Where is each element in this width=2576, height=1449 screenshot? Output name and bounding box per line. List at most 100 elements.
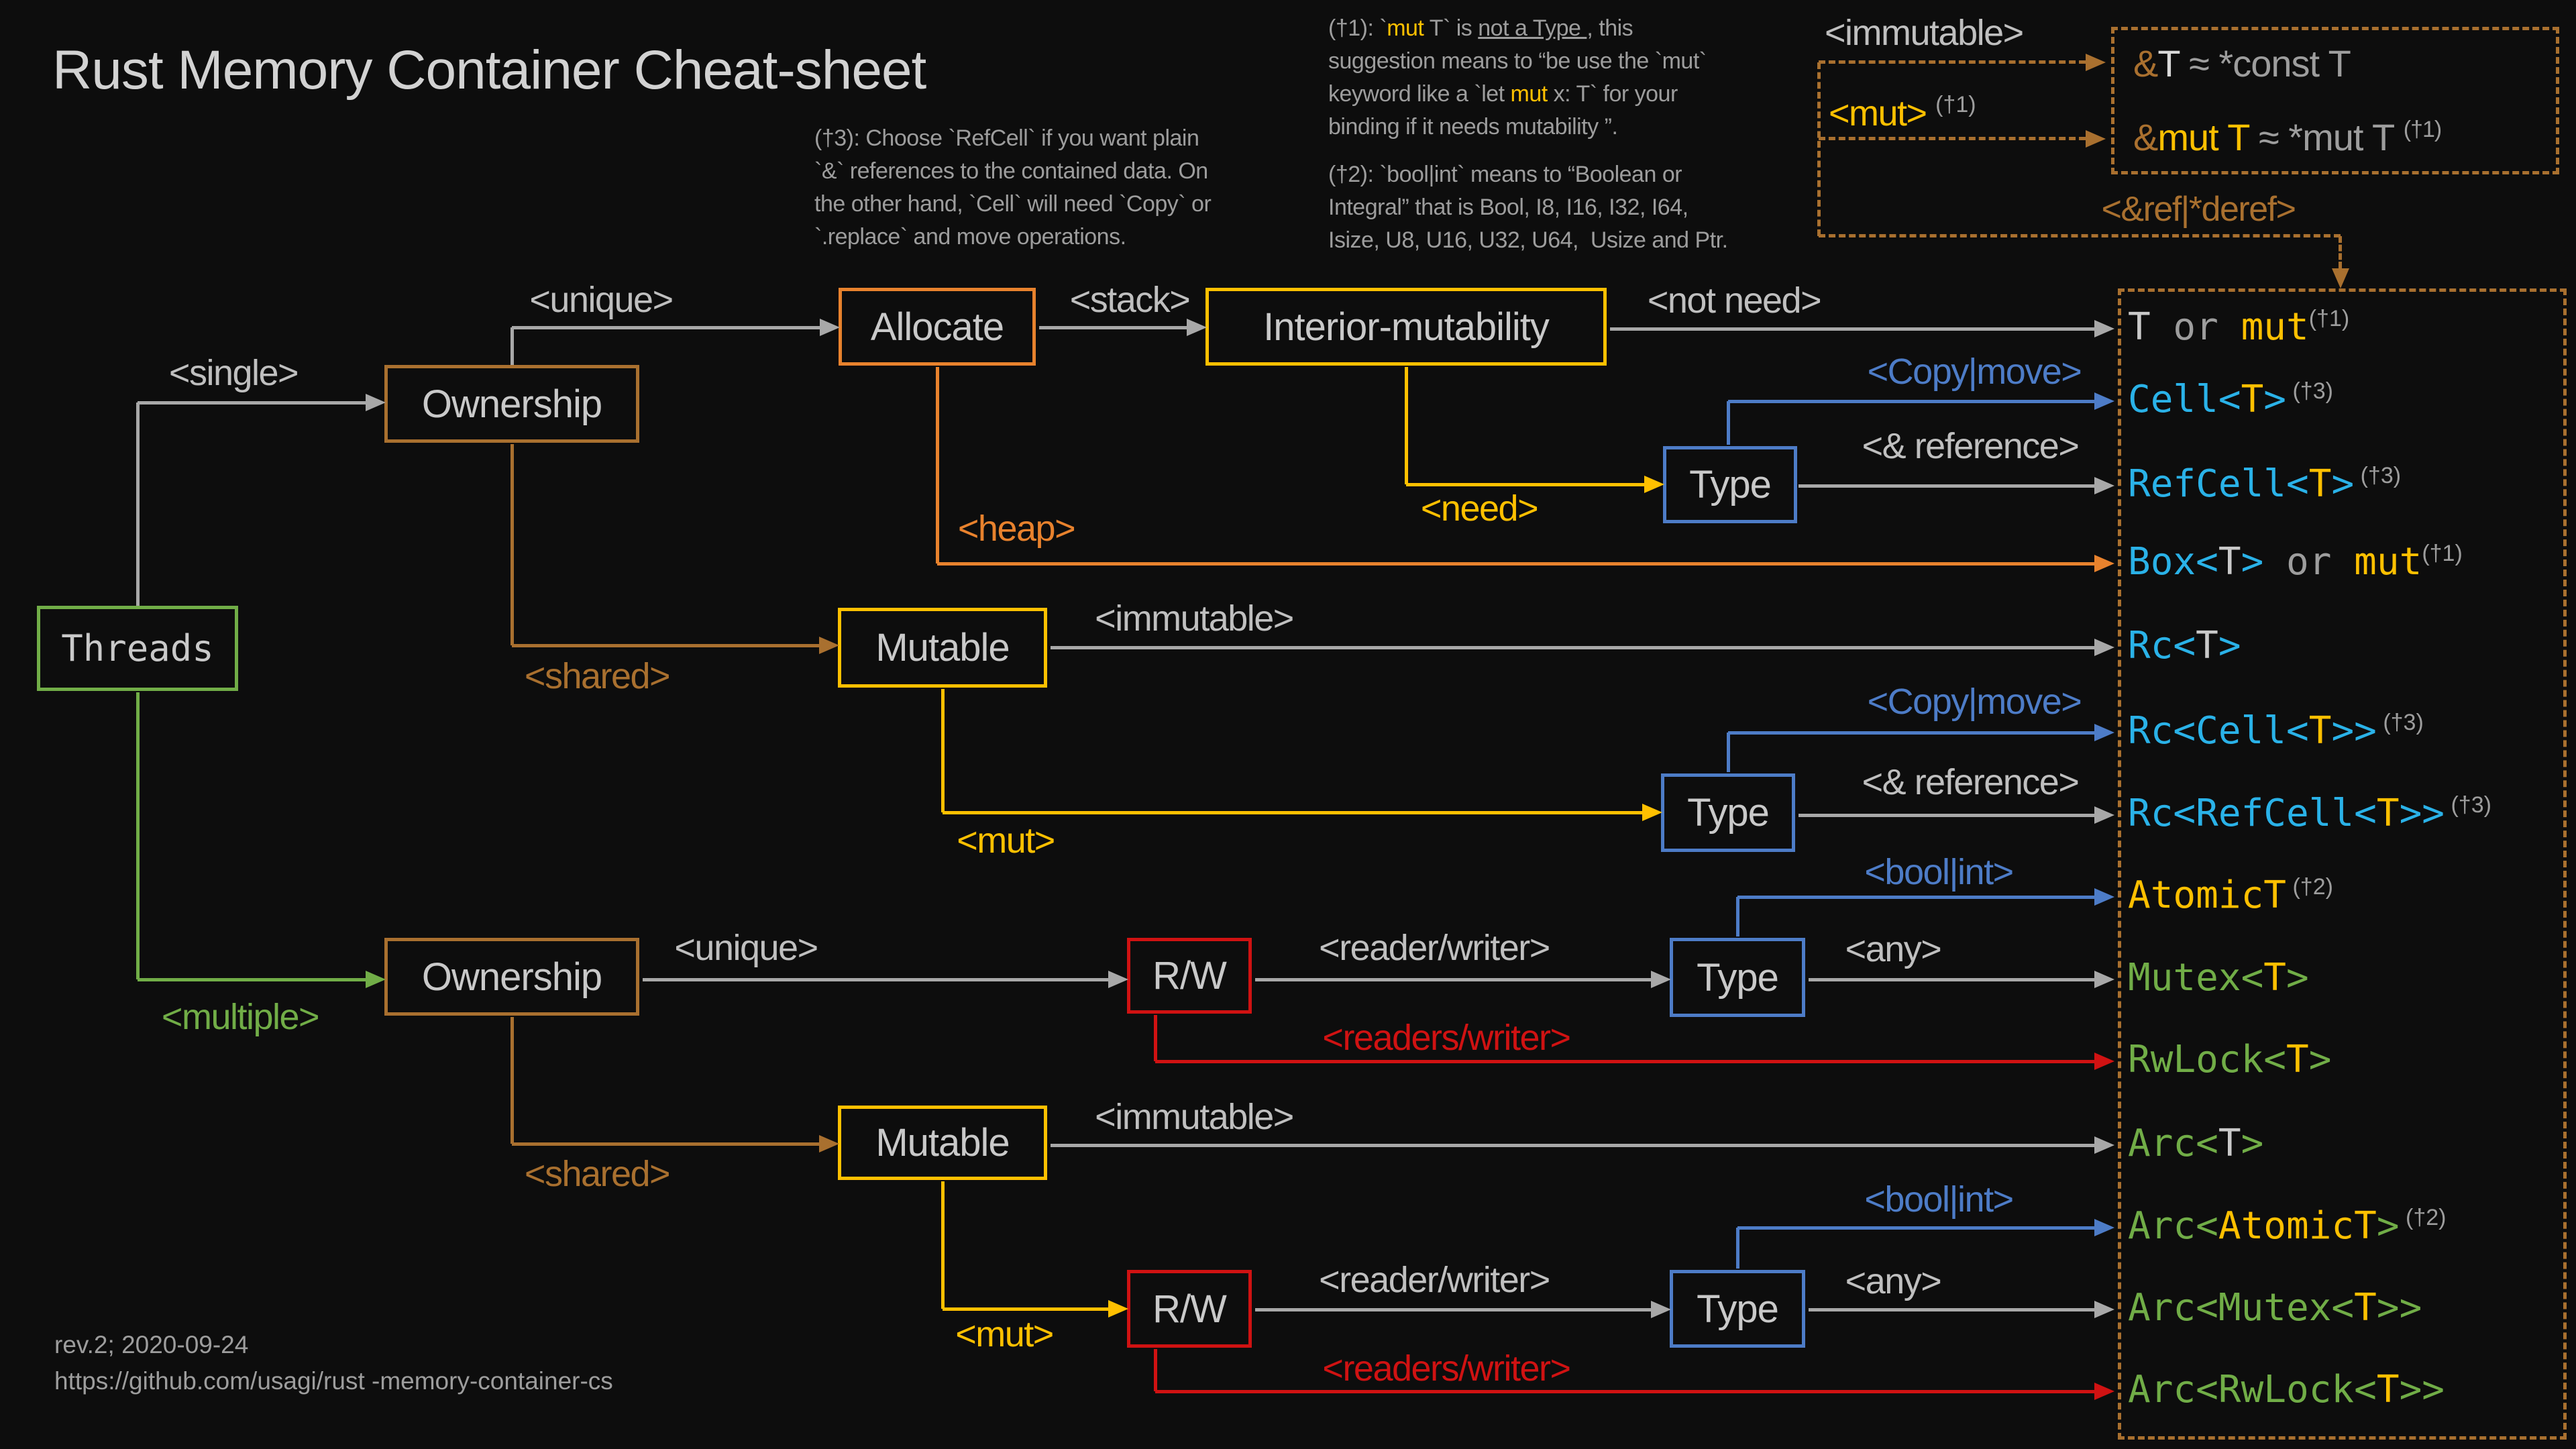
connector-heap-arrowhead <box>2094 555 2114 572</box>
legend-mut-label: <mut> (†1) <box>1829 92 1976 134</box>
edge-label-bool-int-2: <bool|int> <box>1864 1179 2014 1220</box>
connector-immutable-arrowhead-2 <box>2094 1136 2114 1154</box>
note-dagger3: (†3): Choose `RefCell` if you want plain… <box>814 125 1212 250</box>
connector-single-line <box>138 401 366 405</box>
connector-reader-writer-line-2 <box>1255 1308 1651 1311</box>
edge-label-copy-move-1: <Copy|move> <box>1867 352 2082 392</box>
edge-label-unique-2: <unique> <box>674 928 818 968</box>
connector-any-line-1 <box>1809 978 2094 981</box>
connector-multiple-line <box>138 978 366 981</box>
edge-label-immutable-1: <immutable> <box>1095 598 1294 639</box>
connector-readers-writer2-drop <box>1154 1349 1157 1391</box>
node-mutable-single: Mutable <box>838 608 1047 688</box>
connector-reader-writer-arrowhead-1 <box>1651 971 1671 988</box>
connector-any-arrowhead-1 <box>2094 971 2114 988</box>
connector-reference-line-2 <box>1799 814 2094 817</box>
connector-threads-multiple-drop <box>136 692 140 979</box>
edge-label-copy-move-2: <Copy|move> <box>1867 682 2082 722</box>
connector-mut2-line <box>943 1307 1108 1311</box>
edge-label-need: <need> <box>1420 488 1539 529</box>
edge-label-reader-writer-2: <reader/writer> <box>1319 1260 1550 1300</box>
connector-immutable-arrowhead-1 <box>2094 639 2114 656</box>
result-type-row-copy-move-1: Cell<T> (†3) <box>2128 377 2333 421</box>
ref-equivalence-mutable: &mut T ≈ *mut T (†1) <box>2133 116 2442 158</box>
connector-heap-line <box>937 562 2094 566</box>
legend-mut-dashed-line <box>1819 137 2086 140</box>
connector-unique-line <box>512 326 820 329</box>
result-type-row-bool-int-11: Arc<AtomicT> (†2) <box>2128 1203 2447 1248</box>
connector-readers-writer1-arrowhead <box>2094 1053 2114 1070</box>
edge-label-reference-2: <& reference> <box>1862 762 2080 802</box>
result-type-row-not-need-0: T or mut(†1) <box>2128 305 2350 349</box>
footer: rev.2; 2020-09-24 https://github.com/usa… <box>54 1327 613 1399</box>
edge-label-unique-1: <unique> <box>529 280 674 320</box>
result-type-row-copy-move-5: Rc<Cell<T>> (†3) <box>2128 708 2424 753</box>
ref-equivalence-immutable: &T ≈ *const T <box>2133 42 2351 85</box>
legend-left-dashed-riser <box>1817 62 1821 236</box>
connector-shared1-line <box>512 644 819 647</box>
legend-immutable-dashed-line <box>1819 60 2086 64</box>
connector-mut2-drop <box>941 1181 945 1309</box>
result-type-row-immutable-10: Arc<T> <box>2128 1121 2264 1165</box>
legend-bottom-dashed-line <box>1819 234 2341 237</box>
connector-multiple-arrowhead <box>366 971 386 988</box>
connector-shared2-drop <box>511 1017 514 1144</box>
result-types-box <box>2118 288 2567 1440</box>
edge-label-reference-1: <& reference> <box>1862 426 2080 466</box>
node-type-1: Type <box>1663 446 1797 523</box>
edge-label-mut-1: <mut> <box>957 820 1055 861</box>
connector-not-need-line <box>1610 327 2094 331</box>
connector-any-arrowhead-2 <box>2094 1301 2114 1318</box>
connector-stack-arrowhead <box>1187 319 1207 336</box>
connector-shared1-drop <box>511 444 514 645</box>
connector-any-line-2 <box>1809 1308 2094 1311</box>
connector-copy-move1-line <box>1728 400 2094 403</box>
page-title: Rust Memory Container Cheat-sheet <box>52 40 926 101</box>
legend-mut-text: <mut> <box>1829 93 1927 133</box>
connector-readers-writer1-drop <box>1154 1015 1157 1061</box>
connector-bool-int1-riser <box>1736 897 1739 936</box>
edge-label-any-1: <any> <box>1845 929 1942 969</box>
connector-bool-int2-line <box>1737 1226 2094 1230</box>
node-allocate: Allocate <box>839 288 1036 366</box>
connector-need-drop <box>1405 367 1408 484</box>
legend-mut-sup: (†1) <box>1935 92 1976 117</box>
node-rw-2: R/W <box>1127 1270 1252 1348</box>
connector-copy-move2-line <box>1728 731 2094 735</box>
connector-bool-int2-arrowhead <box>2094 1219 2114 1236</box>
footer-revision: rev.2; 2020-09-24 <box>54 1331 249 1358</box>
node-threads: Threads <box>37 606 238 691</box>
node-type-2: Type <box>1661 773 1795 852</box>
edge-label-stack: <stack> <box>1069 280 1191 320</box>
connector-reader-writer-line-1 <box>1255 978 1651 981</box>
connector-not-need-arrowhead <box>2094 320 2114 337</box>
node-mutable-multiple: Mutable <box>838 1106 1047 1180</box>
edge-label-readers-writer-1: <readers/writer> <box>1322 1018 1571 1058</box>
edge-label-readers-writer-2: <readers/writer> <box>1322 1348 1571 1389</box>
connector-readers-writer2-line <box>1155 1390 2094 1393</box>
connector-bool-int1-arrowhead <box>2094 888 2114 906</box>
edge-label-single: <single> <box>168 353 299 393</box>
legend-mut-arrowhead <box>2086 130 2106 148</box>
node-interior-mutability: Interior-mutability <box>1205 288 1607 366</box>
edge-label-any-2: <any> <box>1845 1261 1942 1301</box>
edge-label-bool-int-1: <bool|int> <box>1864 852 2014 892</box>
node-rw-1: R/W <box>1127 938 1252 1014</box>
connector-heap-drop <box>936 367 939 564</box>
edge-label-shared-1: <shared> <box>524 656 671 696</box>
edge-label-immutable-2: <immutable> <box>1095 1097 1294 1137</box>
node-type-3: Type <box>1670 938 1805 1017</box>
connector-immutable-line-2 <box>1051 1144 2094 1147</box>
connector-need-line <box>1406 483 1644 486</box>
connector-reference-arrowhead-2 <box>2094 806 2114 824</box>
edge-label-reader-writer-1: <reader/writer> <box>1319 928 1550 968</box>
connector-copy-move2-arrowhead <box>2094 724 2114 741</box>
edge-label-mut-2: <mut> <box>955 1314 1054 1354</box>
connector-unique-arrowhead <box>820 319 840 336</box>
legend-immutable-label: <immutable> <box>1825 13 2024 53</box>
edge-label-heap: <heap> <box>957 508 1076 549</box>
connector-bool-int1-line <box>1737 896 2094 899</box>
